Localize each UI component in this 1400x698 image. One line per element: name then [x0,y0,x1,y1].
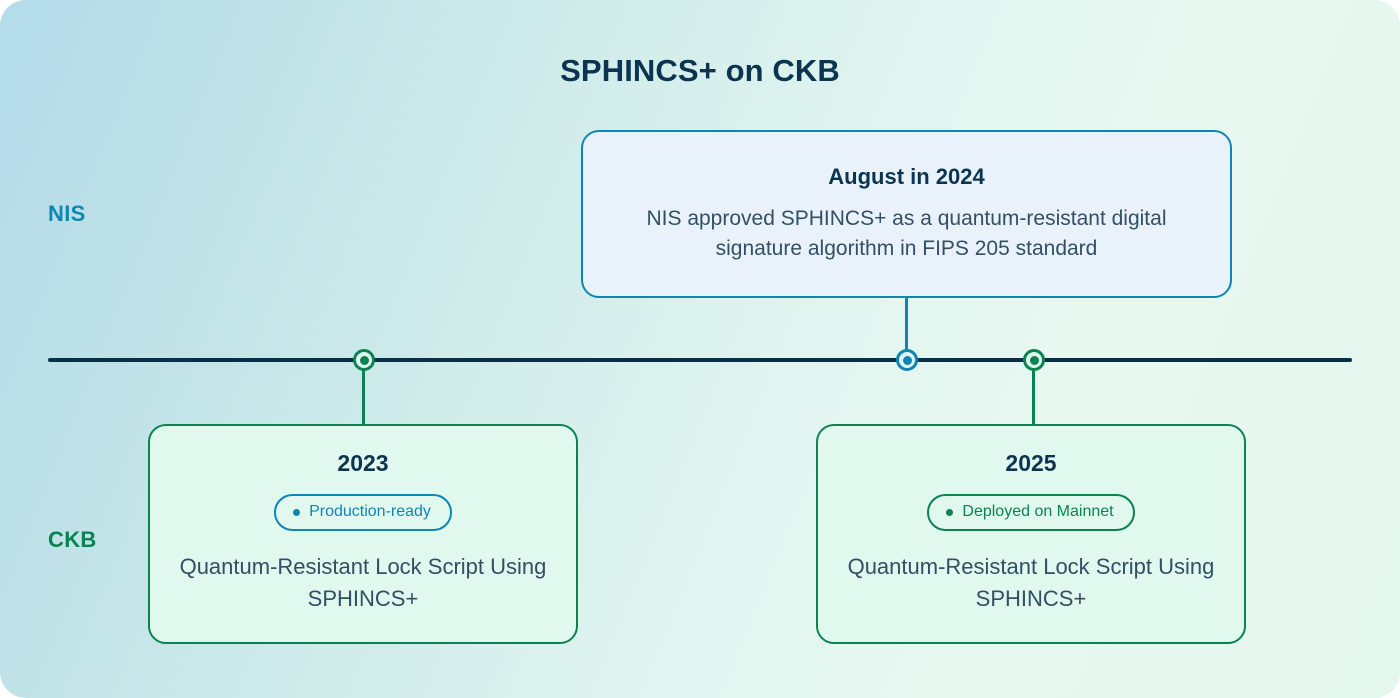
connector-line-2025 [1032,360,1035,424]
bullet-dot-icon [946,508,954,516]
connector-line-2023 [362,360,365,424]
timeline-marker-2024[interactable] [896,349,918,371]
status-badge-deployed-on-mainnet: Deployed on Mainnet [927,494,1135,531]
ckb-event-card-2023[interactable]: 2023 Production-ready Quantum-Resistant … [148,424,578,644]
ckb-event-date-2025: 2025 [1005,450,1057,476]
ckb-event-date-2023: 2023 [337,450,389,476]
status-badge-production-ready: Production-ready [274,494,452,531]
nis-event-date: August in 2024 [828,163,985,189]
status-badge-label: Deployed on Mainnet [962,503,1114,520]
ckb-event-body-2023: Quantum-Resistant Lock Script Using SPHI… [179,554,547,612]
status-badge-label: Production-ready [309,503,431,520]
row-label-ckb: CKB [48,527,97,552]
row-label-nis: NIS [48,201,86,226]
connector-line-2024 [905,298,908,360]
ckb-event-card-2025[interactable]: 2025 Deployed on Mainnet Quantum-Resista… [816,424,1246,644]
ckb-event-body-2025: Quantum-Resistant Lock Script Using SPHI… [847,554,1215,612]
nis-event-card[interactable]: August in 2024 NIS approved SPHINCS+ as … [581,130,1232,298]
timeline-axis [48,358,1352,362]
bullet-dot-icon [293,508,301,516]
nis-event-body: NIS approved SPHINCS+ as a quantum-resis… [646,206,1167,260]
page-title: SPHINCS+ on CKB [560,53,840,88]
timeline-marker-2025[interactable] [1023,349,1045,371]
timeline-marker-2023[interactable] [353,349,375,371]
